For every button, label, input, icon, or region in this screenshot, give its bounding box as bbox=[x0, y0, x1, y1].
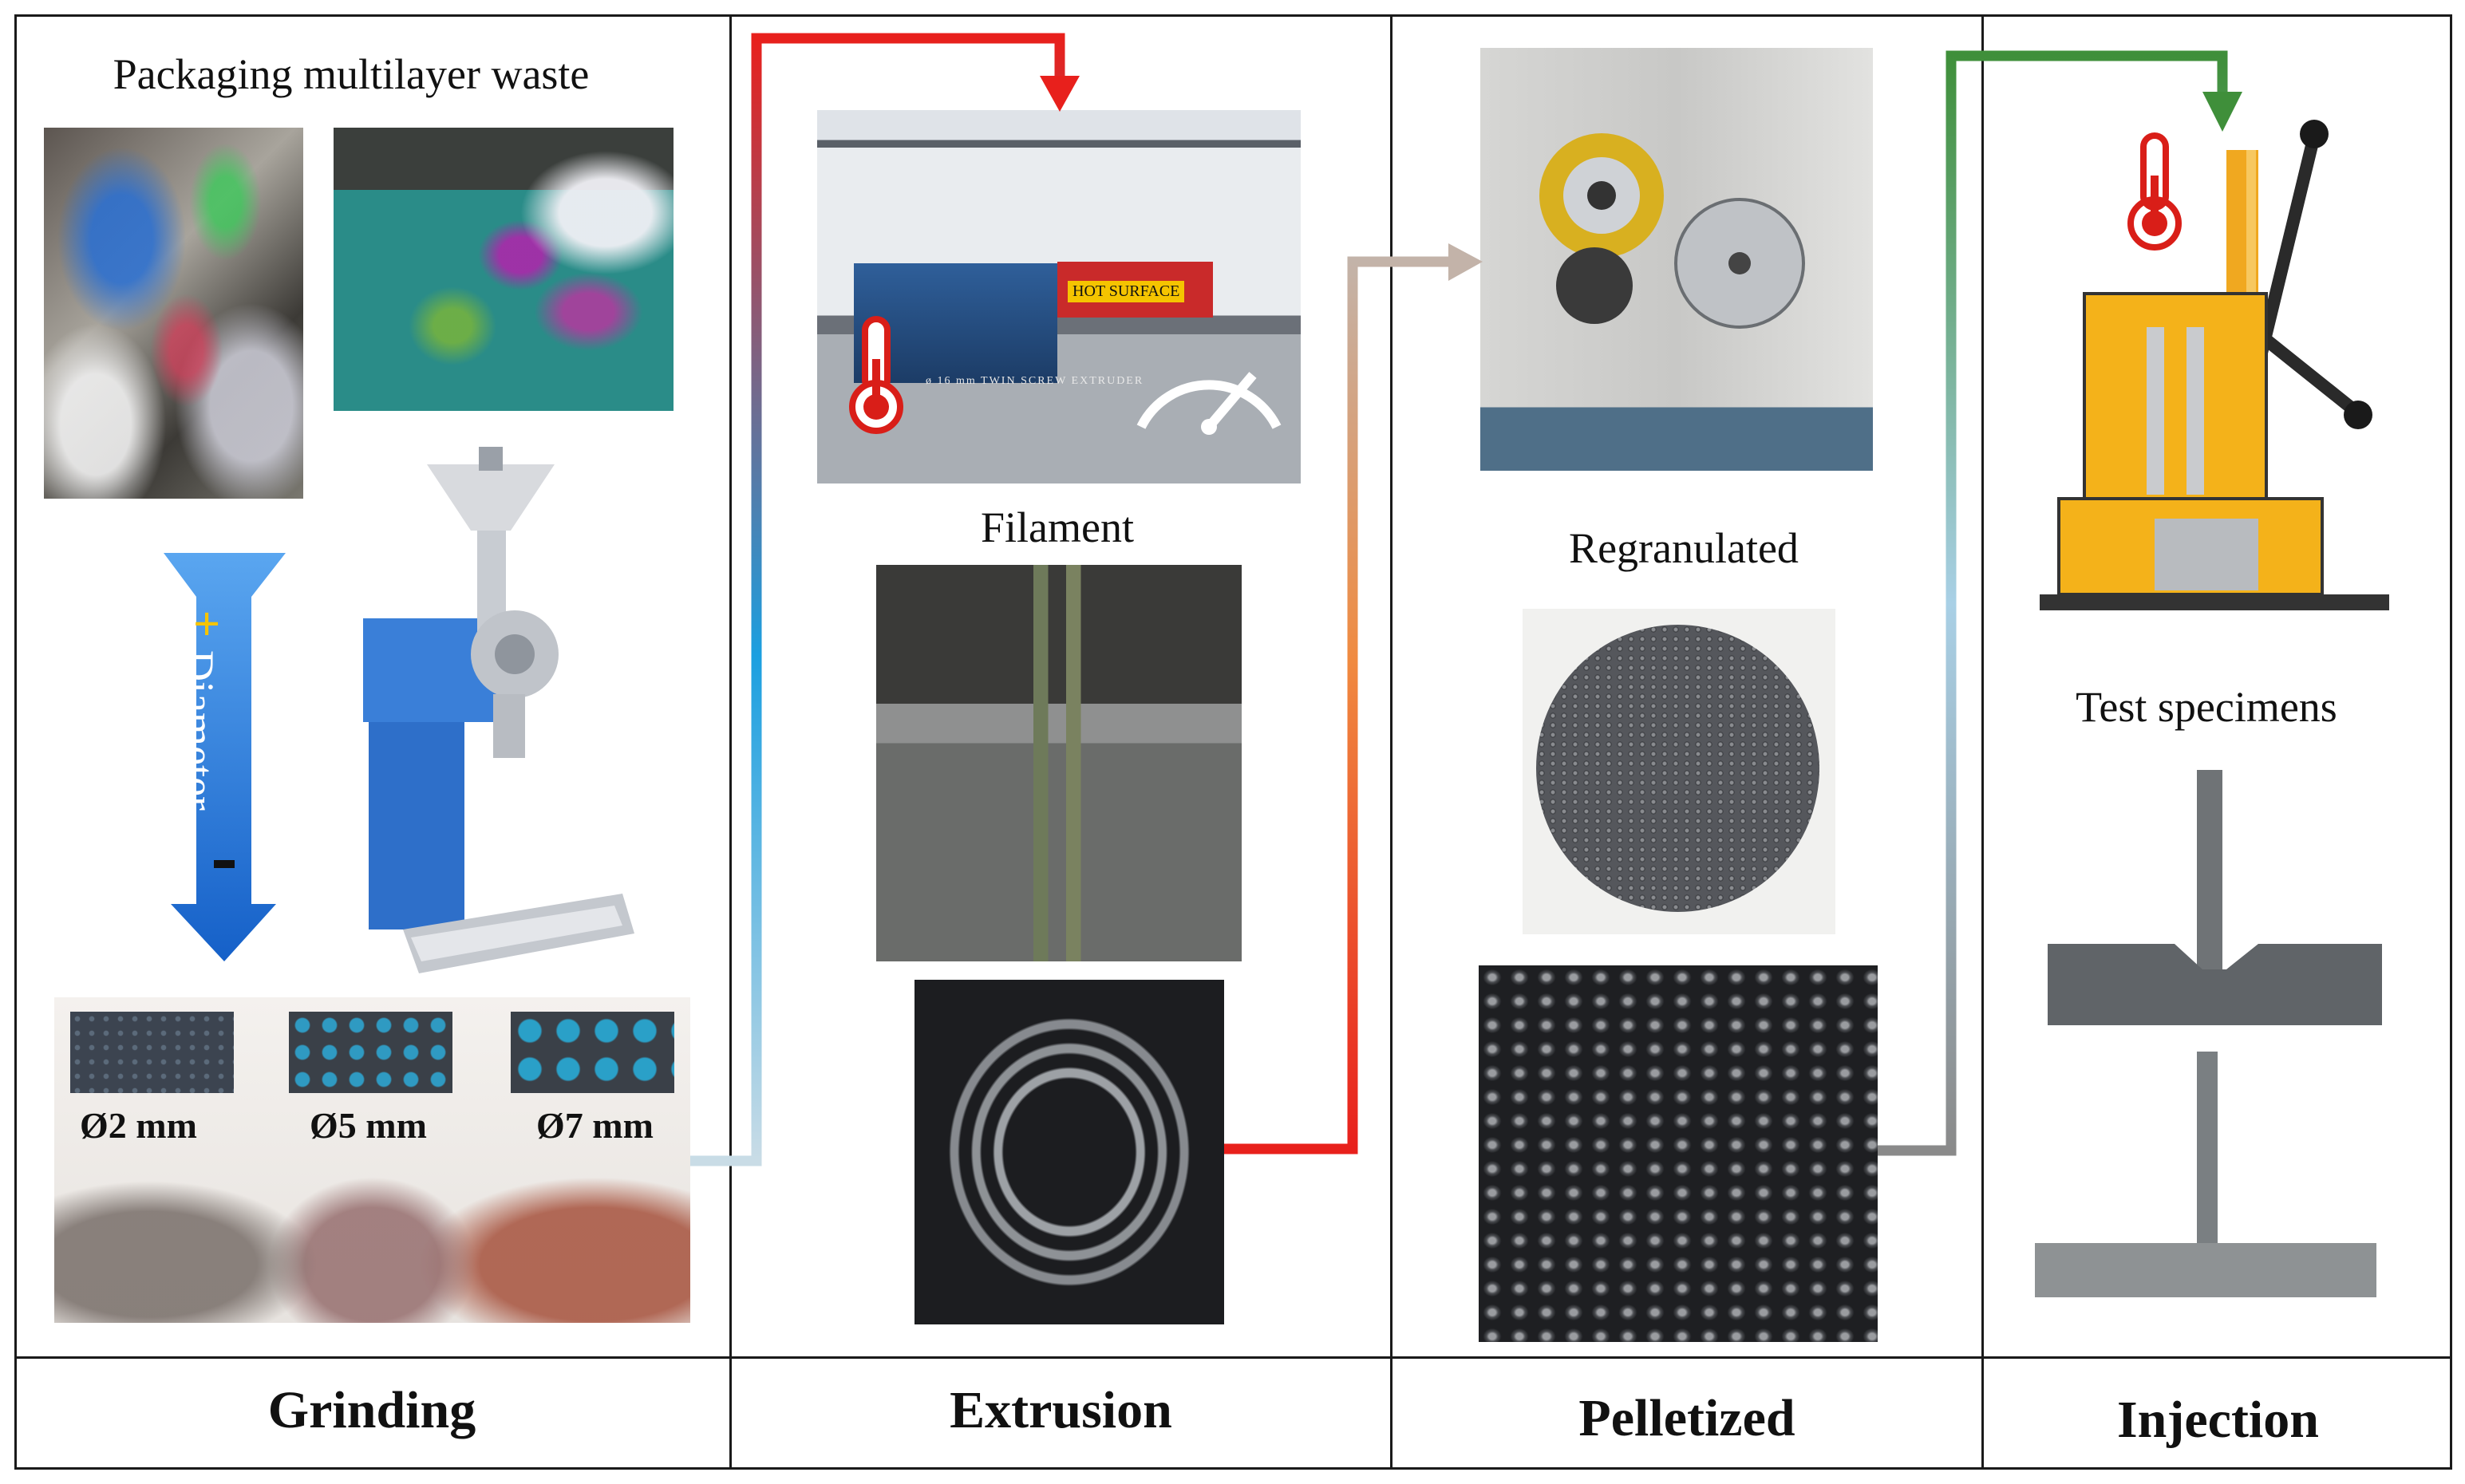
pellets-closeup-photo bbox=[1479, 965, 1878, 1342]
hot-surface-sign: HOT SURFACE bbox=[1068, 281, 1185, 302]
divider-2 bbox=[1390, 14, 1392, 1470]
divider-1 bbox=[729, 14, 732, 1470]
caption-packaging-waste: Packaging multilayer waste bbox=[113, 50, 590, 98]
stage-title-grinding: Grinding bbox=[267, 1381, 476, 1439]
sieve-2mm-image bbox=[70, 1012, 234, 1093]
stage-title-pelletized: Pelletized bbox=[1578, 1389, 1795, 1447]
sieve-7mm-image bbox=[511, 1012, 674, 1093]
sieve-5mm-image bbox=[289, 1012, 452, 1093]
waste-photo-1 bbox=[44, 128, 303, 499]
extruder-plate: ø 16 mm TWIN SCREW EXTRUDER bbox=[926, 375, 1144, 387]
diameter-minus-sign bbox=[214, 860, 235, 868]
caption-filament: Filament bbox=[981, 503, 1134, 551]
title-row-divider bbox=[14, 1356, 2452, 1359]
diagram-frame bbox=[14, 14, 2452, 1470]
diameter-plus-sign: + bbox=[193, 598, 221, 650]
caption-test-specimens: Test specimens bbox=[2076, 683, 2337, 731]
filament-coil-photo bbox=[914, 980, 1224, 1324]
stage-title-extrusion: Extrusion bbox=[950, 1381, 1172, 1439]
caption-regranulated: Regranulated bbox=[1569, 524, 1799, 572]
sieve-label-7mm: Ø7 mm bbox=[536, 1105, 654, 1146]
sieve-label-2mm: Ø2 mm bbox=[80, 1105, 197, 1146]
divider-3 bbox=[1981, 14, 1984, 1470]
stage-title-injection: Injection bbox=[2117, 1391, 2319, 1449]
sieve-label-5mm: Ø5 mm bbox=[310, 1105, 427, 1146]
pellets-dish bbox=[1536, 625, 1819, 912]
filament-bath-photo bbox=[876, 565, 1242, 961]
waste-photo-2 bbox=[334, 128, 674, 411]
